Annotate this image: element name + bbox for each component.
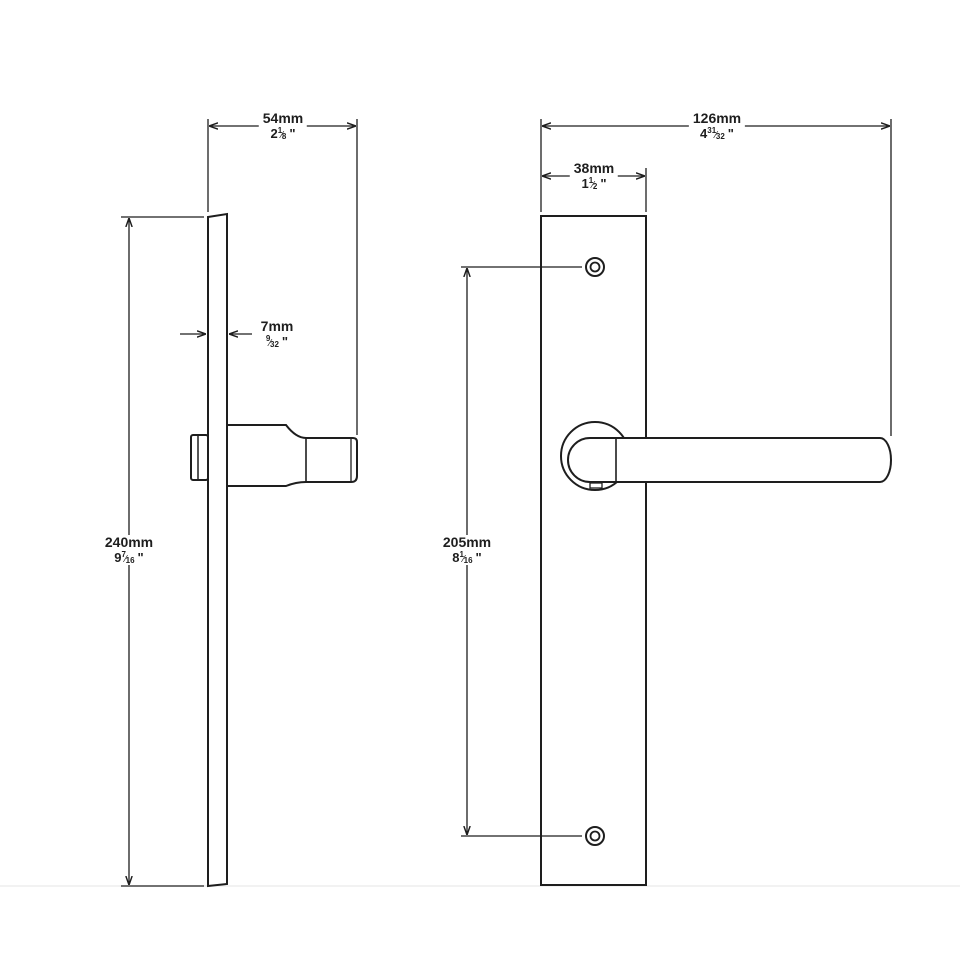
plate-width-inches: 11⁄2" xyxy=(581,176,607,191)
side-backplate xyxy=(207,212,228,888)
side-view xyxy=(190,212,358,888)
plate-thickness-mm: 7mm xyxy=(260,318,294,334)
plate-width-mm: 38mm xyxy=(573,160,615,176)
front-view xyxy=(540,215,892,886)
plate-thickness-inches: 9⁄32" xyxy=(265,334,289,349)
side-spindle-stub xyxy=(190,434,209,481)
top-screw-inner xyxy=(589,261,601,273)
overall-width-inches: 431⁄32" xyxy=(700,126,734,141)
plate-height-mm: 240mm xyxy=(104,534,154,550)
overall-width-mm: 126mm xyxy=(692,110,742,126)
dim-label-projection: 54mm 21⁄8" xyxy=(258,110,308,141)
side-lever-neck xyxy=(226,424,358,487)
dim-label-plate-thickness: 7mm 9⁄32" xyxy=(257,319,298,349)
bottom-screw-inner xyxy=(589,830,601,842)
dim-label-plate-width: 38mm 11⁄2" xyxy=(569,160,619,191)
dimension-lines xyxy=(121,119,892,887)
plate-height-inches: 97⁄16" xyxy=(114,550,144,565)
projection-mm: 54mm xyxy=(262,110,304,126)
dim-label-fixing-centres: 205mm 81⁄16" xyxy=(438,534,496,565)
fixing-centres-inches: 81⁄16" xyxy=(452,550,482,565)
lever-arm xyxy=(567,437,892,483)
dim-label-plate-height: 240mm 97⁄16" xyxy=(100,534,158,565)
projection-inches: 21⁄8" xyxy=(270,126,296,141)
dim-label-overall-width: 126mm 431⁄32" xyxy=(688,110,746,141)
rose-detail xyxy=(589,482,603,489)
fixing-centres-mm: 205mm xyxy=(442,534,492,550)
front-backplate xyxy=(540,215,647,886)
